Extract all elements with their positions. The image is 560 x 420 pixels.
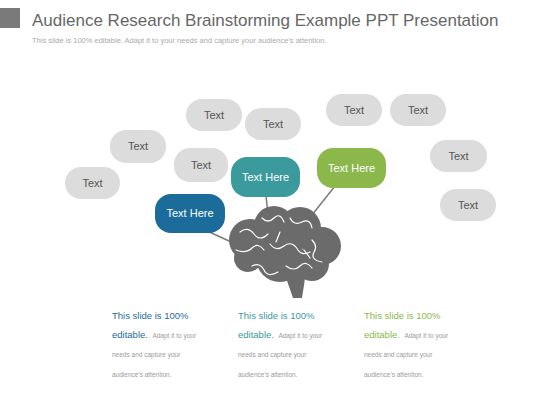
- idea-pill: Text: [430, 140, 487, 172]
- idea-pill: Text: [110, 130, 166, 163]
- brain-folds: [236, 216, 322, 275]
- slide-title: Audience Research Brainstorming Example …: [32, 11, 498, 31]
- idea-pill: Text: [174, 148, 228, 182]
- node-text: Text: [344, 104, 364, 116]
- idea-pill: Text: [245, 108, 301, 140]
- idea-pill: Text: [186, 99, 242, 131]
- node-text: Text: [408, 104, 428, 116]
- note-block: This slide is 100% editable. Adapt it to…: [364, 304, 452, 381]
- node-text: Text Here: [328, 162, 375, 174]
- node-text: Text: [191, 159, 211, 171]
- node-text: Text: [448, 150, 468, 162]
- note-block: This slide is 100% editable. Adapt it to…: [112, 304, 200, 381]
- idea-pill: Text: [65, 167, 120, 199]
- brain-shape: [229, 206, 341, 298]
- topic-hub: Text Here: [155, 194, 225, 233]
- corner-square: [0, 8, 20, 28]
- idea-pill: Text: [326, 94, 382, 126]
- idea-pill: Text: [390, 94, 446, 126]
- subtitle: This slide is 100% editable. Adapt it to…: [32, 36, 327, 45]
- node-text: Text Here: [242, 171, 289, 183]
- note-block: This slide is 100% editable. Adapt it to…: [238, 304, 326, 381]
- idea-pill: Text: [440, 189, 496, 221]
- node-text: Text: [458, 199, 478, 211]
- node-text: Text: [82, 177, 102, 189]
- node-text: Text: [263, 118, 283, 130]
- topic-hub: Text Here: [231, 157, 300, 197]
- node-text: Text Here: [166, 207, 213, 219]
- node-text: Text: [204, 109, 224, 121]
- node-text: Text: [128, 140, 148, 152]
- topic-hub: Text Here: [317, 148, 386, 188]
